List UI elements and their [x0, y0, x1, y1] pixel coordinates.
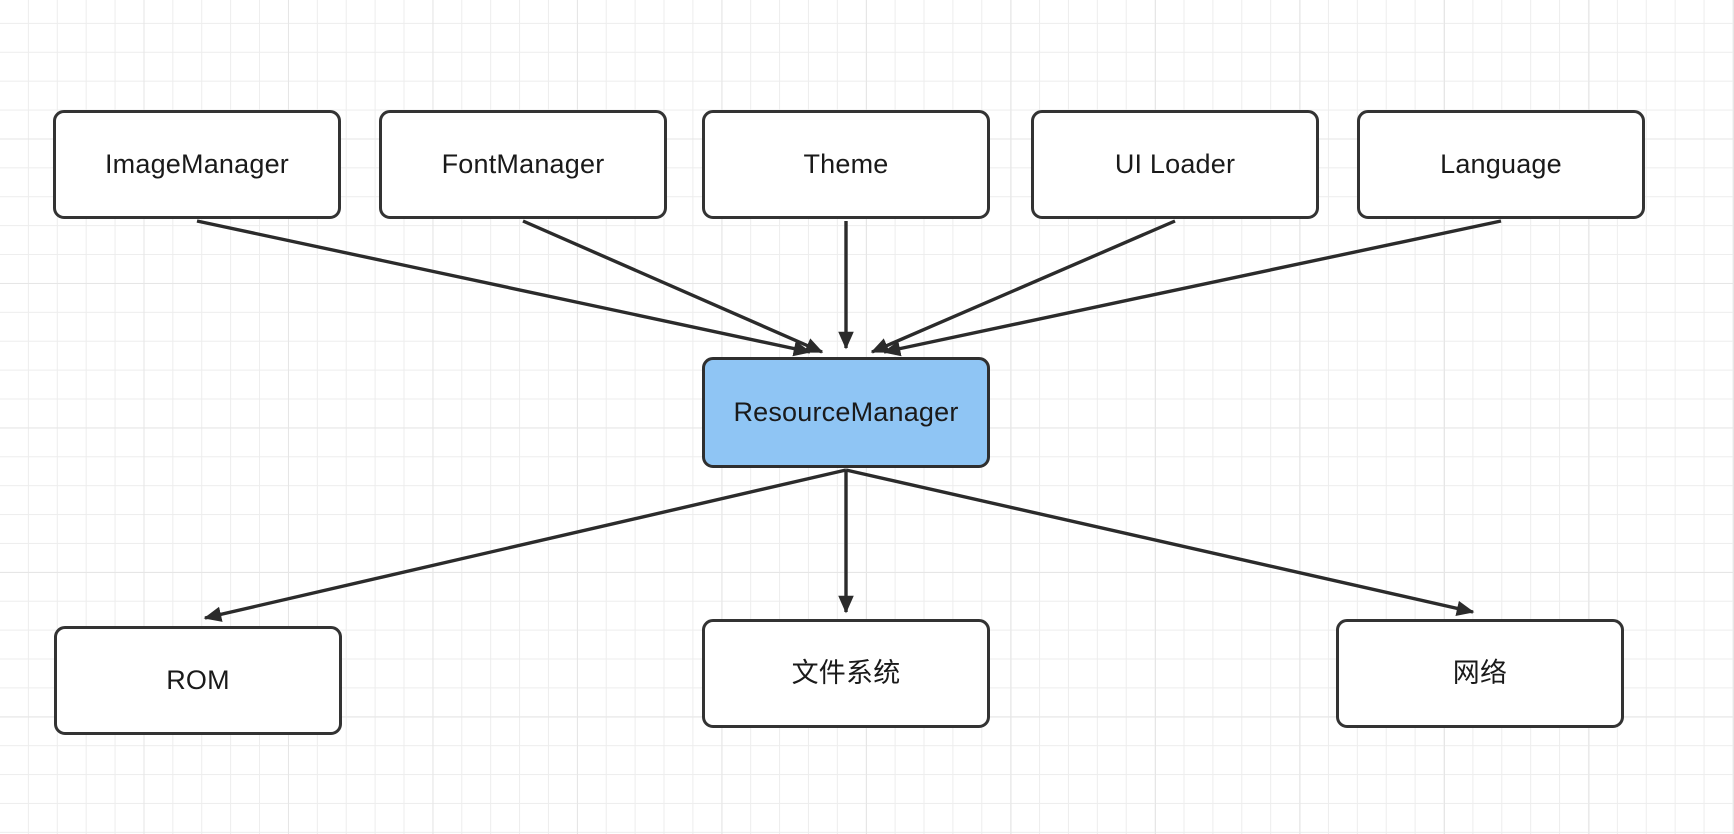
- node-label-font-manager: FontManager: [441, 149, 605, 179]
- node-theme[interactable]: Theme: [702, 110, 990, 219]
- node-label-rom: ROM: [166, 665, 230, 695]
- node-label-language: Language: [1440, 149, 1562, 179]
- node-label-image-manager: ImageManager: [104, 149, 289, 179]
- node-label-resource-manager: ResourceManager: [733, 397, 959, 427]
- node-label-theme: Theme: [803, 149, 889, 179]
- edge-ui-loader-to-resource-manager: [870, 219, 1176, 354]
- node-label-ui-loader: UI Loader: [1114, 149, 1236, 179]
- edge-resource-manager-to-rom: [203, 468, 847, 622]
- edge-image-manager-to-resource-manager: [196, 219, 812, 357]
- node-label-file-system: 文件系统: [791, 658, 901, 688]
- edge-resource-manager-to-network: [845, 468, 1475, 616]
- node-resource-manager[interactable]: ResourceManager: [702, 357, 990, 468]
- node-font-manager[interactable]: FontManager: [379, 110, 667, 219]
- node-network[interactable]: 网络: [1336, 619, 1624, 728]
- node-file-system[interactable]: 文件系统: [702, 619, 990, 728]
- node-ui-loader[interactable]: UI Loader: [1031, 110, 1319, 219]
- node-language[interactable]: Language: [1357, 110, 1645, 219]
- edge-font-manager-to-resource-manager: [522, 219, 824, 354]
- node-image-manager[interactable]: ImageManager: [53, 110, 341, 219]
- edge-language-to-resource-manager: [882, 219, 1502, 357]
- node-rom[interactable]: ROM: [54, 626, 342, 735]
- node-label-network: 网络: [1452, 658, 1508, 688]
